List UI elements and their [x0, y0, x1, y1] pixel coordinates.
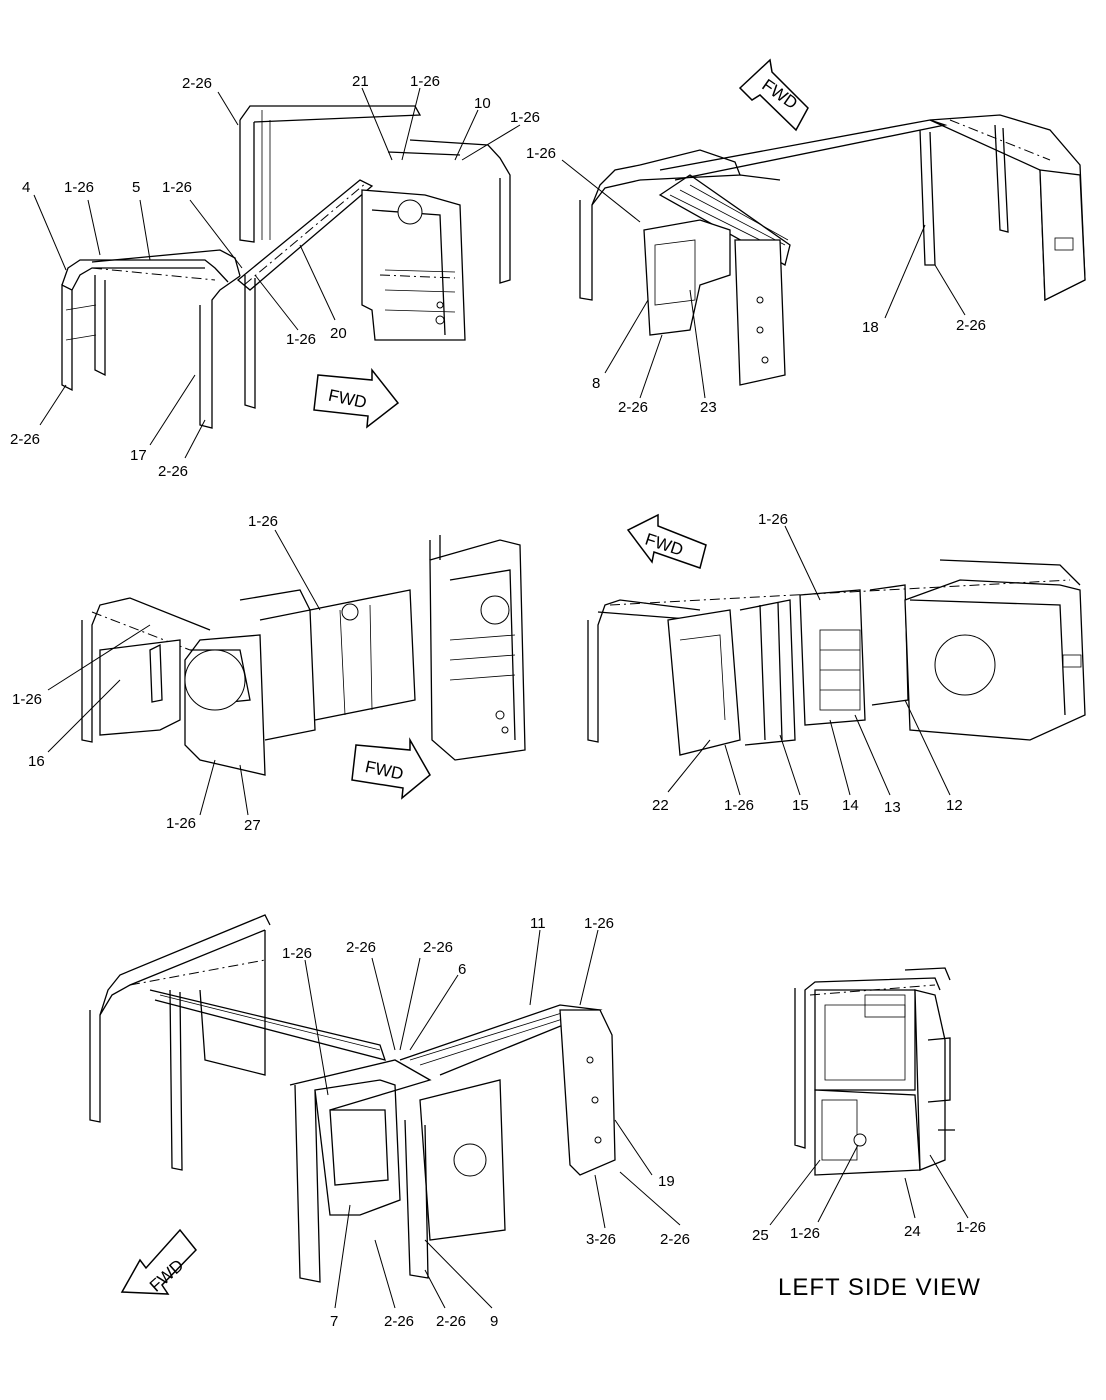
callout-label: 3-26 — [586, 1231, 616, 1248]
callout-label: 14 — [842, 797, 859, 814]
callout-label: 1-26 — [282, 945, 312, 962]
fwd-arrow-icon: FWD — [351, 737, 431, 800]
callout-label: 7 — [330, 1313, 338, 1330]
callout-label: 6 — [458, 961, 466, 978]
callout-label: 2-26 — [956, 317, 986, 334]
callout-label: 8 — [592, 375, 600, 392]
callout-label: 18 — [862, 319, 879, 336]
callout-label: 1-26 — [584, 915, 614, 932]
callout-label: 24 — [904, 1223, 921, 1240]
callout-label: 2-26 — [346, 939, 376, 956]
view-2-leaders — [561, 159, 966, 399]
fwd-arrow-icon: FWD — [120, 1228, 197, 1296]
view-3-drawing — [81, 535, 526, 776]
view-3-labels: 1-26 1-26 16 1-26 27 — [12, 513, 278, 834]
view-3-leaders — [47, 529, 321, 816]
callout-label: 2-26 — [10, 431, 40, 448]
fwd-arrow-icon: FWD — [313, 367, 400, 429]
view-4-drawing — [587, 559, 1086, 756]
callout-label: 11 — [530, 915, 546, 932]
callout-label: 1-26 — [724, 797, 754, 814]
callout-label: 5 — [132, 179, 140, 196]
view-6-labels: 25 1-26 24 1-26 — [752, 1219, 986, 1244]
callout-label: 1-26 — [286, 331, 316, 348]
view-1-drawing — [61, 105, 511, 429]
callout-label: 21 — [352, 73, 369, 90]
callout-label: 1-26 — [166, 815, 196, 832]
callout-label: 1-26 — [526, 145, 556, 162]
callout-label: 2-26 — [436, 1313, 466, 1330]
fwd-arrow-icon: FWD — [738, 58, 809, 132]
callout-label: 12 — [946, 797, 963, 814]
view-6-drawing — [794, 967, 955, 1176]
callout-label: 25 — [752, 1227, 769, 1244]
callout-label: 4 — [22, 179, 30, 196]
view-5-labels: 11 1-26 1-26 2-26 2-26 6 19 3-26 2-26 7 … — [282, 915, 690, 1330]
callout-label: 20 — [330, 325, 347, 342]
view-1-leaders — [33, 87, 521, 459]
callout-label: 15 — [792, 797, 809, 814]
view-1-labels: 2-26 21 1-26 10 1-26 4 1-26 5 1-26 20 1-… — [10, 73, 540, 480]
callout-label: 10 — [474, 95, 491, 112]
callout-label: 2-26 — [384, 1313, 414, 1330]
callout-label: 2-26 — [618, 399, 648, 416]
view-4-labels: 1-26 22 1-26 15 14 13 12 — [652, 511, 963, 816]
callout-label: 1-26 — [790, 1225, 820, 1242]
callout-label: 1-26 — [12, 691, 42, 708]
callout-label: 1-26 — [410, 73, 440, 90]
fwd-arrow-icon: FWD — [626, 513, 707, 569]
callout-label: 17 — [130, 447, 147, 464]
callout-label: 1-26 — [248, 513, 278, 530]
view-5-leaders — [304, 929, 681, 1309]
callout-label: 1-26 — [162, 179, 192, 196]
view-2-labels: 1-26 18 2-26 8 2-26 23 — [526, 145, 986, 416]
callout-label: 16 — [28, 753, 45, 770]
callout-label: 13 — [884, 799, 901, 816]
callout-label: 1-26 — [510, 109, 540, 126]
callout-label: 1-26 — [758, 511, 788, 528]
callout-label: 2-26 — [182, 75, 212, 92]
view-6-leaders — [769, 1144, 969, 1226]
view-4-leaders — [667, 525, 951, 796]
view-2-drawing — [579, 114, 1086, 386]
callout-label: 2-26 — [660, 1231, 690, 1248]
callout-label: 1-26 — [64, 179, 94, 196]
callout-label: 2-26 — [423, 939, 453, 956]
callout-label: 23 — [700, 399, 717, 416]
left-side-view-caption: LEFT SIDE VIEW — [778, 1274, 981, 1301]
callout-label: 27 — [244, 817, 261, 834]
callout-label: 9 — [490, 1313, 498, 1330]
view-5-drawing — [89, 914, 616, 1283]
callout-label: 1-26 — [956, 1219, 986, 1236]
callout-label: 19 — [658, 1173, 675, 1190]
callout-label: 2-26 — [158, 463, 188, 480]
callout-label: 22 — [652, 797, 669, 814]
